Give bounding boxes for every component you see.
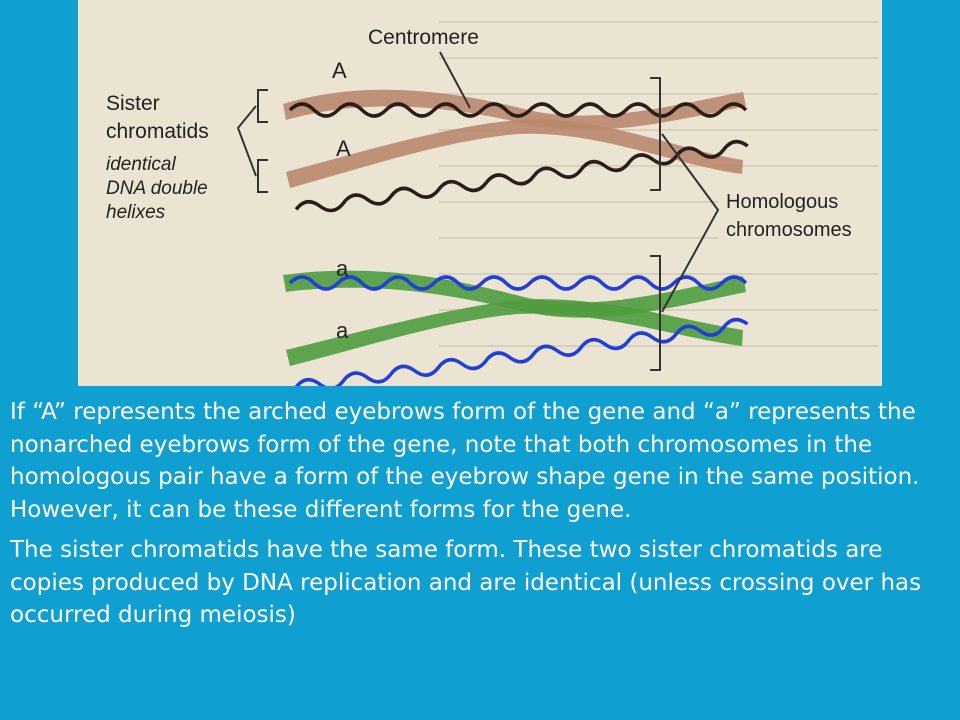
caption-paragraph-1: If “A” represents the arched eyebrows fo… — [10, 399, 920, 523]
identical-note-line1: identical — [106, 154, 176, 175]
allele-label-lower-1: a — [336, 256, 349, 281]
identical-note-line3: helixes — [106, 202, 166, 223]
upper-chromatid-2 — [286, 119, 743, 188]
upper-dna-strand-1 — [288, 102, 748, 118]
sister-brackets — [236, 89, 268, 193]
identical-note-line2: DNA double — [106, 178, 208, 199]
lower-dna-strand-1 — [288, 275, 748, 291]
sister-chromatids-label-line1: Sister — [106, 92, 160, 115]
allele-label-upper-2: A — [336, 136, 351, 161]
chromosome-diagram: Centromere A A a a Sister chromatids ide… — [106, 21, 878, 386]
upper-dna-strand-2 — [294, 139, 749, 213]
lower-chromatid-1 — [283, 270, 746, 318]
caption-paragraph-2: The sister chromatids have the same form… — [10, 537, 922, 628]
homologous-brackets — [650, 77, 720, 371]
lower-dna-strand-2 — [294, 317, 749, 386]
chromosome-figure: Centromere A A a a Sister chromatids ide… — [78, 0, 882, 386]
homologous-label-line2: chromosomes — [726, 219, 852, 241]
upper-chromatid-1 — [283, 89, 746, 130]
sister-chromatids-label-line2: chromatids — [106, 120, 209, 143]
caption: If “A” represents the arched eyebrows fo… — [10, 396, 950, 632]
allele-label-lower-2: a — [336, 318, 349, 343]
centromere-pointer — [439, 51, 471, 109]
centromere-label: Centromere — [368, 26, 479, 49]
allele-label-upper-1: A — [332, 58, 347, 83]
homologous-label-line1: Homologous — [726, 191, 838, 213]
lower-chromatid-2 — [286, 299, 743, 366]
